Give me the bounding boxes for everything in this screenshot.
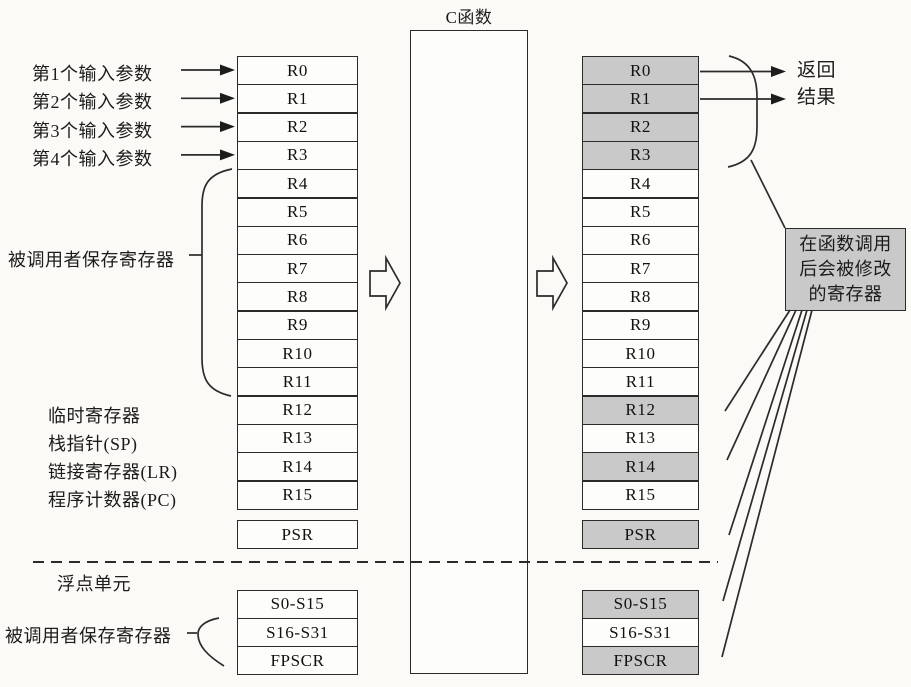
return-block-arrow (536, 254, 568, 312)
register-cell-right-s16-s31: S16-S31 (582, 618, 699, 647)
register-cell-right-fpscr: FPSCR (582, 646, 699, 676)
register-cell-right-r7: R7 (582, 254, 699, 284)
callee-saved-brace (201, 168, 233, 397)
label-fpu-unit: 浮点单元 (57, 574, 131, 594)
label-input-param-3: 第3个输入参数 (32, 121, 153, 141)
register-cell-left-r0: R0 (237, 56, 358, 85)
label-input-param-2: 第2个输入参数 (32, 92, 153, 112)
register-cell-right-r8: R8 (582, 282, 699, 312)
c-function-label: C函数 (445, 8, 493, 27)
label-stack-pointer: 栈指针(SP) (48, 434, 138, 454)
modified-registers-line3: 的寄存器 (808, 284, 883, 304)
call-block-arrow (369, 254, 401, 312)
register-cell-left-r8: R8 (237, 282, 358, 312)
register-cell-right-r6: R6 (582, 225, 699, 255)
register-cell-left-r5: R5 (237, 197, 358, 227)
register-cell-left-s0-s15: S0-S15 (237, 589, 358, 619)
label-input-param-4: 第4个输入参数 (32, 149, 153, 169)
register-cell-left-psr: PSR (237, 520, 358, 549)
register-cell-right-r11: R11 (582, 367, 699, 397)
label-return-result: 返回 结果 (797, 57, 836, 111)
register-cell-right-r3: R3 (582, 140, 699, 170)
register-cell-left-r11: R11 (237, 367, 358, 397)
register-cell-left-s16-s31: S16-S31 (237, 618, 358, 647)
callout-line-fpscr (721, 309, 813, 658)
register-cell-right-r14: R14 (582, 452, 699, 482)
label-temp-register: 临时寄存器 (48, 406, 141, 426)
modified-r0-r3-brace (727, 55, 758, 168)
register-cell-left-r4: R4 (237, 169, 358, 199)
register-cell-left-r14: R14 (237, 452, 358, 482)
register-cell-right-r15: R15 (582, 480, 699, 510)
register-cell-right-psr: PSR (582, 520, 699, 549)
register-cell-right-r13: R13 (582, 423, 699, 453)
register-cell-right-r9: R9 (582, 310, 699, 340)
label-input-param-1: 第1个输入参数 (32, 64, 153, 84)
callout-line-psr (728, 309, 803, 536)
register-cell-left-r9: R9 (237, 310, 358, 340)
register-cell-left-r12: R12 (237, 395, 358, 425)
register-cell-right-r5: R5 (582, 197, 699, 227)
register-cell-left-r10: R10 (237, 339, 358, 368)
register-cell-left-r7: R7 (237, 254, 358, 284)
register-cell-right-r1: R1 (582, 84, 699, 114)
label-return-result-line1: 返回 (797, 60, 837, 81)
modified-registers-line2: 后会被修改 (799, 259, 892, 279)
register-cell-left-r13: R13 (237, 423, 358, 453)
label-program-counter: 程序计数器(PC) (48, 490, 177, 510)
fpu-callee-saved-brace (197, 617, 225, 667)
register-cell-right-s0-s15: S0-S15 (582, 589, 699, 619)
register-cell-left-fpscr: FPSCR (237, 646, 358, 676)
label-fpu-callee-saved: 被调用者保存寄存器 (5, 626, 172, 646)
register-cell-right-r2: R2 (582, 112, 699, 142)
brace-to-callout-line (750, 159, 786, 229)
register-cell-right-r10: R10 (582, 339, 699, 368)
register-cell-left-r6: R6 (237, 225, 358, 255)
callout-line-s0-s15 (722, 309, 808, 602)
register-cell-left-r2: R2 (237, 112, 358, 142)
register-cell-right-r12: R12 (582, 395, 699, 425)
register-cell-left-r15: R15 (237, 480, 358, 510)
modified-registers-callout: 在函数调用 后会被修改 的寄存器 (785, 228, 906, 311)
c-function-box (410, 30, 528, 674)
register-cell-right-r4: R4 (582, 169, 699, 199)
label-return-result-line2: 结果 (797, 87, 837, 108)
register-cell-left-r1: R1 (237, 84, 358, 114)
label-link-register: 链接寄存器(LR) (48, 462, 178, 482)
register-cell-left-r3: R3 (237, 140, 358, 170)
label-callee-saved: 被调用者保存寄存器 (8, 250, 175, 270)
register-cell-right-r0: R0 (582, 56, 699, 85)
callout-line-r12 (724, 309, 791, 412)
callout-line-r14 (726, 309, 797, 461)
modified-registers-line1: 在函数调用 (799, 234, 892, 254)
